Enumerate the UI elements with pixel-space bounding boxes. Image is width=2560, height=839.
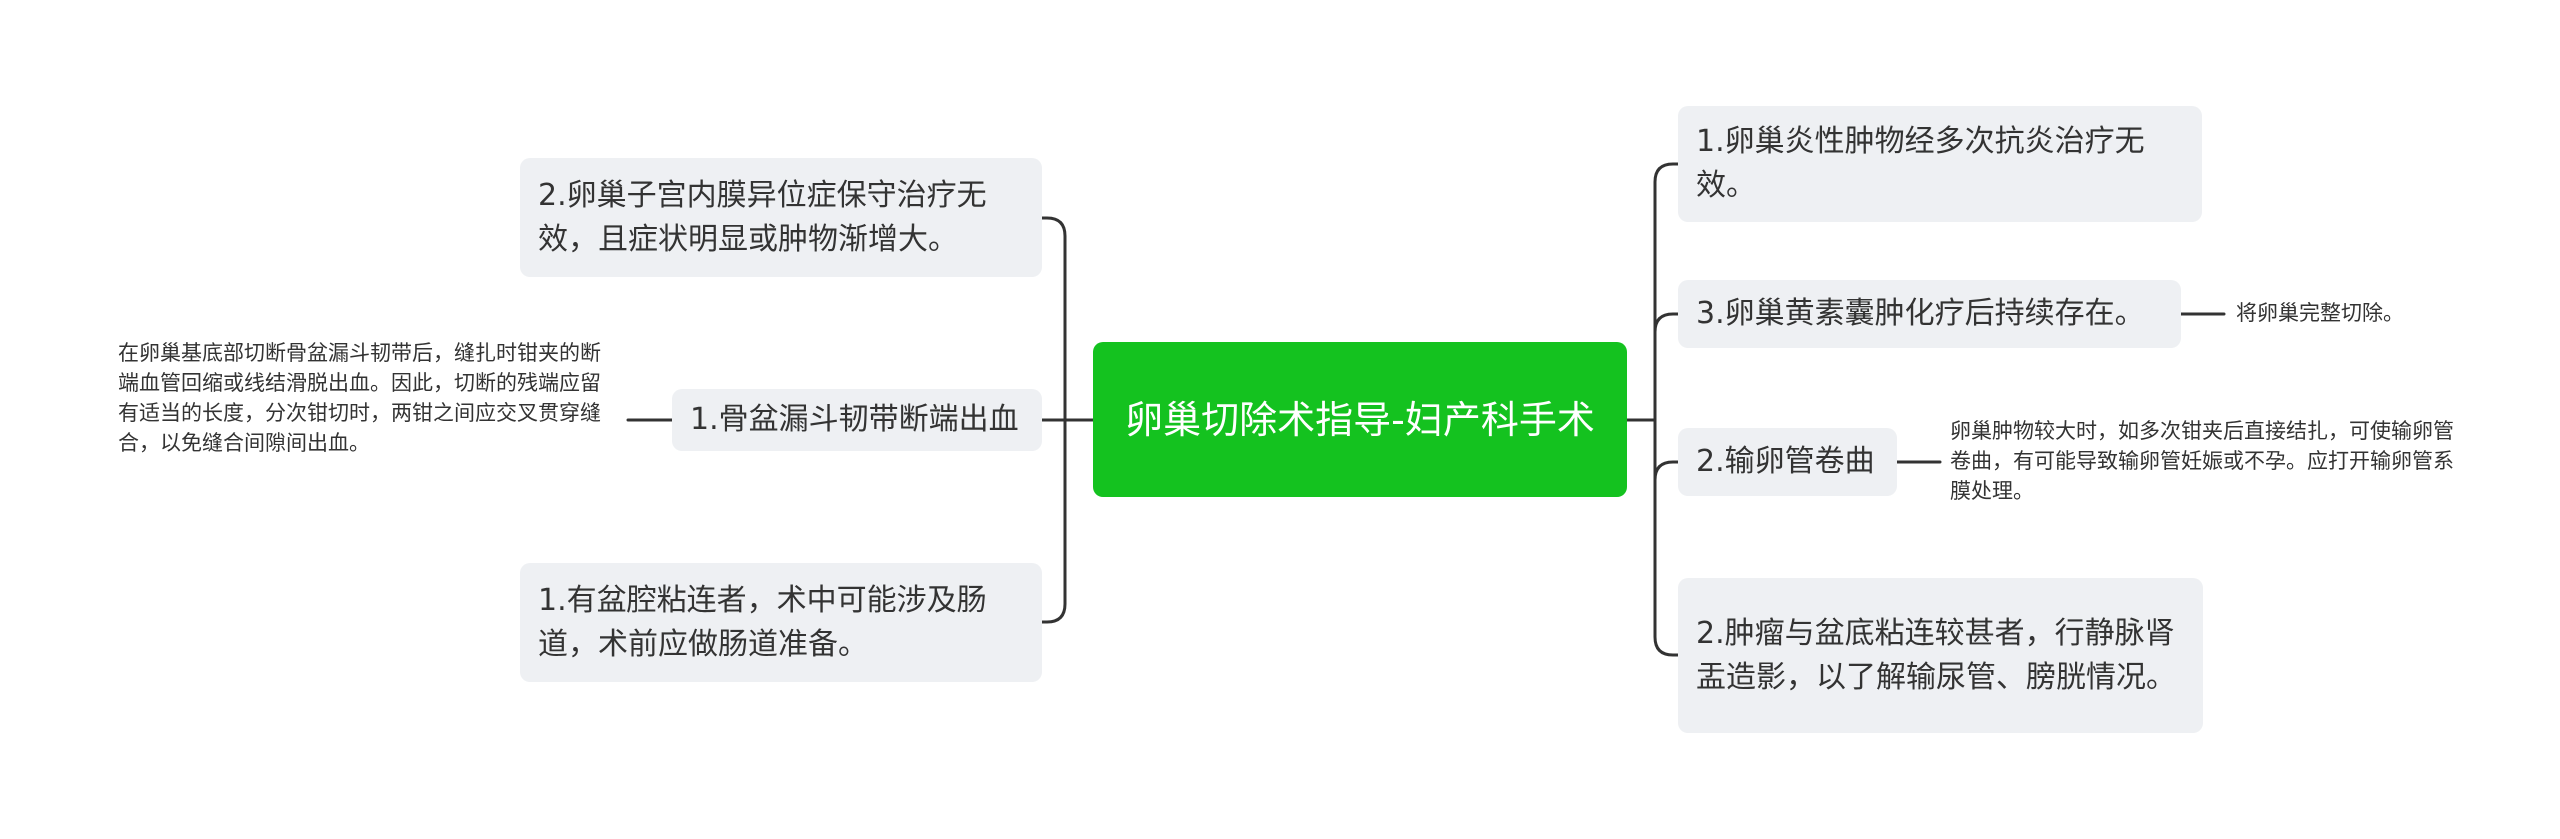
connector-right-3 <box>1653 418 1680 481</box>
topic-left-1[interactable]: 2.卵巢子宫内膜异位症保守治疗无效，且症状明显或肿物渐增大。 <box>520 158 1042 277</box>
connector-right-4 <box>1653 418 1680 657</box>
topic-right-2-label: 3.卵巢黄素囊肿化疗后持续存在。 <box>1696 296 2145 331</box>
connector-right-2 <box>1653 312 1680 422</box>
topic-left-3-label: 1.有盆腔粘连者，术中可能涉及肠道，术前应做肠道准备。 <box>538 582 987 662</box>
root-topic[interactable]: 卵巢切除术指导-妇产科手术 <box>1093 342 1627 497</box>
topic-left-2-label: 1.骨盆漏斗韧带断端出血 <box>690 402 1019 437</box>
connector-right-1 <box>1653 162 1680 422</box>
topic-left-2[interactable]: 1.骨盆漏斗韧带断端出血 <box>672 389 1042 451</box>
topic-right-3-label: 2.输卵管卷曲 <box>1696 444 1875 479</box>
connector-left-1 <box>1040 216 1067 422</box>
topic-right-3[interactable]: 2.输卵管卷曲 <box>1678 428 1897 496</box>
note-left-2: 在卵巢基底部切断骨盆漏斗韧带后，缝扎时钳夹的断端血管回缩或线结滑脱出血。因此，切… <box>118 341 601 455</box>
topic-right-1[interactable]: 1.卵巢炎性肿物经多次抗炎治疗无效。 <box>1678 106 2202 222</box>
topic-left-3[interactable]: 1.有盆腔粘连者，术中可能涉及肠道，术前应做肠道准备。 <box>520 563 1042 682</box>
topic-left-1-label: 2.卵巢子宫内膜异位症保守治疗无效，且症状明显或肿物渐增大。 <box>538 177 987 257</box>
connector-left-3 <box>1040 418 1067 624</box>
topic-right-4-label: 2.肿瘤与盆底粘连较甚者，行静脉肾盂造影，以了解输尿管、膀胱情况。 <box>1696 615 2176 695</box>
root-topic-label: 卵巢切除术指导-妇产科手术 <box>1125 397 1595 442</box>
note-right-3: 卵巢肿物较大时，如多次钳夹后直接结扎，可使输卵管卷曲，有可能导致输卵管妊娠或不孕… <box>1950 419 2454 503</box>
topic-right-1-label: 1.卵巢炎性肿物经多次抗炎治疗无效。 <box>1696 124 2145 203</box>
note-right-2: 将卵巢完整切除。 <box>2236 301 2404 325</box>
topic-right-2[interactable]: 3.卵巢黄素囊肿化疗后持续存在。 <box>1678 280 2181 348</box>
topic-right-4[interactable]: 2.肿瘤与盆底粘连较甚者，行静脉肾盂造影，以了解输尿管、膀胱情况。 <box>1678 578 2203 733</box>
